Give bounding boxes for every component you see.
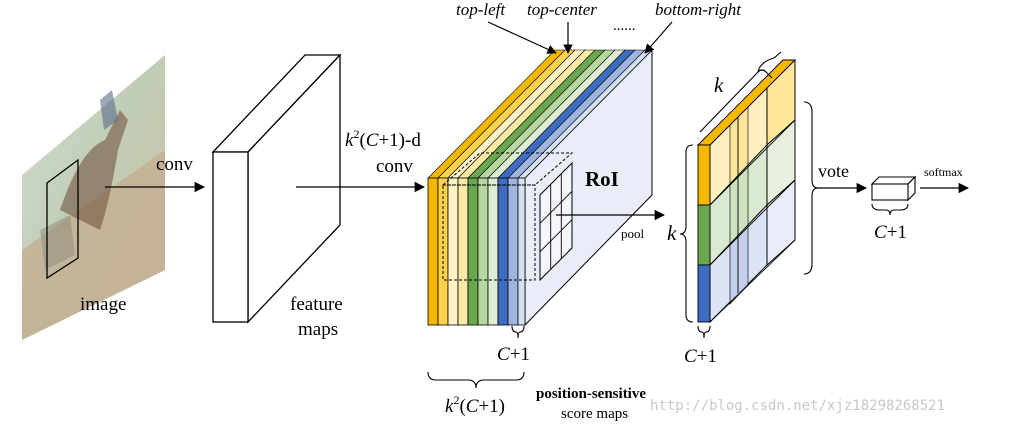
conv-label: conv: [156, 154, 193, 175]
softmax-label: softmax: [924, 165, 963, 179]
pooled-cube: [696, 58, 797, 324]
input-image: [22, 55, 165, 340]
feature-maps-block: [211, 53, 342, 324]
score-k2-label: k2(C+1): [445, 393, 505, 417]
image-label: image: [80, 294, 126, 315]
top-left-pointer: [487, 21, 557, 54]
roi-label: RoI: [585, 167, 619, 191]
feature-maps-label-line2: maps: [298, 319, 338, 340]
cube-top-k-brace: [699, 51, 782, 133]
top-left-label: top-left: [456, 0, 506, 19]
cube-c-brace: [697, 325, 711, 339]
ellipsis-label: ......: [613, 18, 636, 34]
top-center-label: top-center: [527, 0, 597, 19]
vote-label: vote: [818, 161, 849, 181]
bottom-right-pointer: [644, 21, 673, 54]
score-maps-label: score maps: [561, 406, 628, 422]
score-maps-volume: [427, 48, 653, 327]
cube-top-k-label: k: [714, 73, 724, 97]
output-c-label: C+1: [874, 222, 907, 243]
watermark: http://blog.csdn.net/xjz18298268521: [650, 398, 945, 414]
position-sensitive-label: position-sensitive: [536, 386, 646, 402]
score-c-brace: [511, 325, 525, 339]
score-c-label: C+1: [497, 344, 530, 365]
output-vector-box: [870, 175, 917, 202]
conv2-label: conv: [376, 156, 413, 177]
image-roi-box: [46, 158, 79, 280]
k2-dims-label: k2(C+1)-d: [345, 127, 421, 151]
output-c-brace: [871, 203, 909, 216]
cube-c-label: C+1: [684, 346, 717, 367]
bottom-right-label: bottom-right: [655, 0, 742, 19]
cube-left-k-brace: [679, 144, 694, 323]
roi-region: [441, 152, 574, 282]
feature-maps-label-line1: feature: [290, 294, 343, 315]
cube-left-k-label: k: [667, 221, 677, 245]
score-k2-brace: [427, 371, 525, 389]
pool-label: pool: [621, 226, 645, 241]
